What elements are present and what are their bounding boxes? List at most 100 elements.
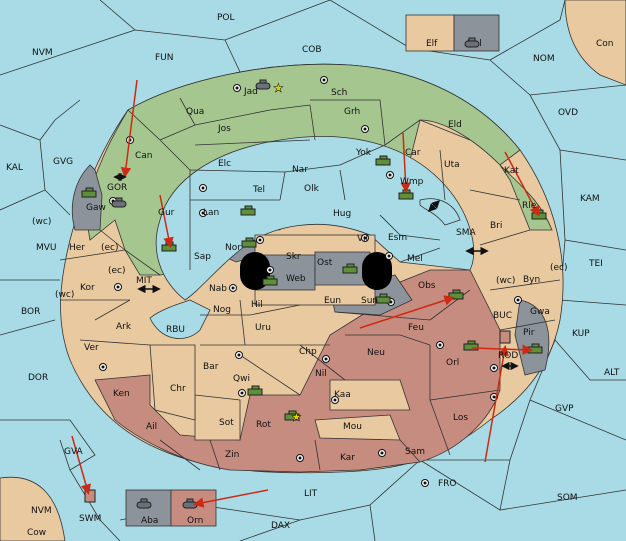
province-pir[interactable] (514, 299, 550, 376)
inset-elf-hel: Elf Hel (405, 14, 500, 52)
province-sot[interactable] (194, 394, 241, 441)
label-aba: Aba (141, 516, 158, 526)
label-qua: Qua (186, 107, 204, 117)
label-yok: Yok (355, 148, 372, 158)
label-uta: Uta (444, 160, 460, 170)
unit-ship-hel (464, 37, 480, 48)
label-nvm-bottom: NVM (31, 506, 52, 516)
label-her: Her (69, 243, 85, 253)
label-sun: Sun (361, 296, 378, 306)
label-ovd: OVD (558, 108, 578, 118)
label-buc: BUC (493, 311, 512, 321)
unit-army-orl (463, 340, 479, 351)
label-eun: Eun (324, 296, 341, 306)
label-hug: Hug (333, 209, 351, 219)
order-arrows (71, 79, 540, 508)
label-ken: Ken (113, 389, 130, 399)
label-jos: Jos (217, 124, 231, 134)
label-kar: Kar (340, 453, 355, 463)
double-arrow-icon (428, 200, 440, 212)
label-nab: Nab (209, 284, 227, 294)
label-car: Car (405, 148, 421, 158)
label-obs: Obs (418, 281, 436, 291)
unit-army-qwi (247, 385, 263, 396)
province-chr[interactable] (149, 344, 196, 421)
label-wmp: Wmp (400, 177, 424, 187)
order-arrow (71, 435, 91, 495)
label-kam: KAM (580, 194, 600, 204)
unit-ship-aba (136, 498, 152, 509)
label-qwi: Qwi (233, 374, 250, 384)
label-ost: Ost (317, 258, 333, 268)
star-icon: ★ (273, 81, 284, 95)
label-grh: Grh (344, 107, 360, 117)
label-mvu: MVU (36, 243, 57, 253)
sea-rbu (149, 299, 211, 339)
label-cow: Cow (27, 528, 46, 538)
label-con: Con (596, 39, 614, 49)
label-mou: Mou (343, 422, 362, 432)
label-kup: KUP (572, 329, 590, 339)
order-arrow (400, 132, 411, 193)
label-ark: Ark (116, 322, 132, 332)
label-tel: Tel (252, 185, 265, 195)
label-fun: FUN (155, 53, 174, 63)
label-rbu: RBU (166, 325, 185, 335)
label-rot: Rot (256, 420, 271, 430)
unit-army-yok (375, 155, 391, 166)
label-rod: ROD (498, 351, 518, 361)
label-bor: BOR (21, 307, 40, 317)
label-eld: Eld (448, 120, 462, 130)
label-chr: Chr (170, 384, 186, 394)
label-nil: Nil (315, 369, 327, 379)
province-elf[interactable] (405, 14, 455, 52)
label-orl: Orl (446, 358, 459, 368)
label-elc: Elc (218, 159, 231, 169)
label-wc3: (wc) (496, 276, 515, 286)
order-arrow (159, 194, 174, 248)
label-gur: Gur (158, 208, 175, 218)
province-kaa[interactable] (329, 379, 411, 411)
unit-army-tel (240, 205, 256, 216)
map-labels: POL COB FUN NVM NOM Con OVD KAL GVG KAM … (6, 13, 620, 538)
star-icon: ★ (291, 410, 302, 424)
label-chp: Chp (299, 347, 317, 357)
label-dax: DAX (271, 521, 290, 531)
label-mit: MIT (136, 276, 152, 286)
label-swm: SWM (79, 514, 101, 524)
label-gva: GVA (64, 447, 84, 457)
label-feu: Feu (408, 323, 424, 333)
order-arrow (359, 295, 455, 329)
label-bri: Bri (490, 221, 502, 231)
label-kaa: Kaa (334, 390, 351, 400)
label-kat: Kat (504, 166, 519, 176)
units: ★ ★ (81, 37, 547, 509)
label-olk: Olk (304, 184, 320, 194)
unit-army-nor (241, 237, 257, 248)
label-kal: KAL (6, 163, 23, 173)
label-pol: POL (217, 13, 235, 23)
label-sch: Sch (331, 88, 347, 98)
label-nvm-top: NVM (32, 48, 53, 58)
label-nor: Nor (225, 243, 241, 253)
label-elf: Elf (426, 39, 438, 49)
label-cob: COB (302, 45, 322, 55)
province-con[interactable] (564, 0, 626, 86)
label-sma: SMA (456, 228, 476, 238)
label-gvg: GVG (53, 157, 73, 167)
label-rle: Rle (522, 201, 537, 211)
label-web: Web (286, 274, 306, 284)
label-sam: Sam (405, 447, 425, 457)
label-esm: Esm (388, 233, 407, 243)
label-sot: Sot (219, 418, 234, 428)
label-sap: Sap (194, 252, 211, 262)
label-tei: TEI (588, 259, 603, 269)
label-lan: Lan (203, 208, 219, 218)
label-nog: Nog (213, 305, 231, 315)
label-can: Can (135, 151, 153, 161)
unit-ship-swm (84, 489, 96, 503)
label-gor: GOR (107, 183, 127, 193)
label-wc2: (wc) (55, 290, 74, 300)
order-arrow (504, 151, 540, 217)
